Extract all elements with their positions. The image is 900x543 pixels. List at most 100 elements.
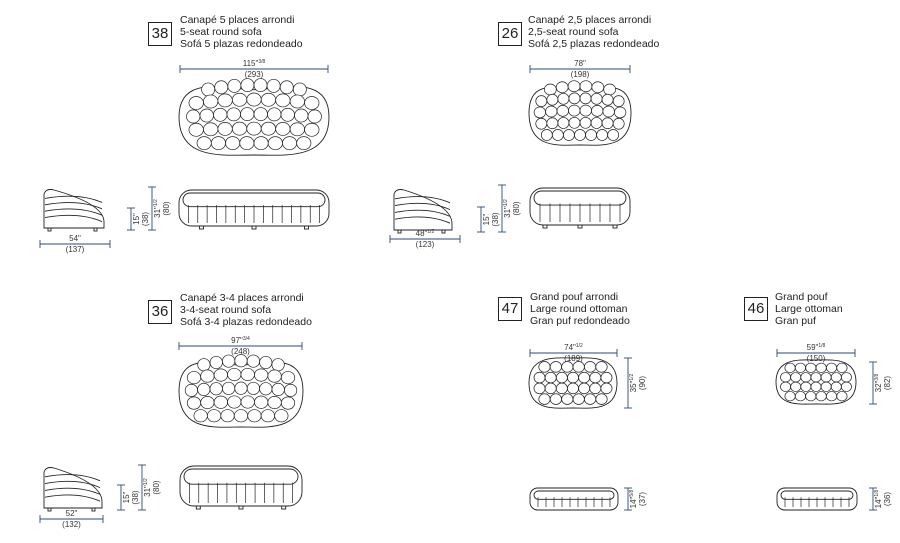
cushion [551,129,564,141]
depth-dim-cm-label: (90) [638,376,647,391]
cushion [200,395,215,410]
cushion-seam [44,195,103,203]
leg [304,225,309,230]
width-dim-cm-label: (293) [245,70,264,79]
cushion [220,409,235,423]
depth-dim-inch-label: 35"1/2 [629,373,638,392]
cushion [612,95,625,107]
cushion [591,81,605,94]
cushion [271,358,285,372]
leg [281,505,287,510]
cushion [555,371,568,384]
outline [393,189,453,231]
cushion [584,393,597,405]
depth-dim-inch-label: 52" [66,509,78,518]
leg [577,224,583,229]
cushion [260,121,277,136]
depth-dim-cm-label: (123) [416,240,435,249]
cushion [535,117,548,130]
model-name-en: 5-seat round sofa [180,26,262,38]
cushion [601,117,614,130]
model-name-fr: Canapé 2,5 places arrondi [528,14,652,26]
cushion [545,105,558,118]
model-name-es: Sofá 2,5 plazas redondeado [528,38,660,50]
cushion [549,393,562,405]
top-view-26 [528,80,632,146]
cushion [304,122,320,137]
cushion [538,361,551,373]
cushion [240,395,255,409]
cushion [784,362,796,373]
cushion [840,372,852,383]
cushion [196,136,212,151]
cushion [203,122,219,137]
cushion [600,382,613,395]
model-name-block: Canapé 2,5 places arrondi 2,5-seat round… [528,14,659,50]
cushion [271,382,285,397]
cushion [267,107,282,122]
cushion [239,136,255,151]
width-dim-cm-label: (248) [231,347,250,356]
width-dim-inch-label: 59"1/8 [807,343,826,352]
cushion-seam [44,487,101,495]
cushion [840,381,852,392]
cushion [227,78,242,93]
cushion [830,381,842,392]
width-dim-cm-label: (189) [564,354,583,363]
cushion [533,382,546,395]
cushion [222,354,236,368]
cushion [794,391,806,402]
outline [529,487,619,511]
width-dim-inch-label: 97"3/4 [231,336,250,345]
model-name-en: 2,5-seat round sofa [528,26,619,38]
cushion [614,106,627,119]
cushion [246,121,262,136]
cushion [280,371,296,385]
cushion [213,395,228,409]
cushion [188,96,204,110]
width-dim-inch-label: 74"1/2 [564,343,583,352]
outline [775,359,857,405]
cushion [561,393,574,405]
cushion [260,409,275,423]
back-cushion [183,468,299,485]
cushion [207,409,222,423]
cushion [213,368,228,382]
cushion [197,358,211,372]
cushion [555,382,568,395]
back-cushion [182,192,326,208]
total-height-dim-inch-label: 31"1/2 [143,478,152,497]
cushion [567,382,579,395]
cushion [253,136,269,151]
cushion [201,82,216,97]
cushion [595,361,608,373]
width-dim-inch-label: 78" [574,59,586,68]
cushion [549,361,562,373]
width-dim-cm-label: (198) [571,70,590,79]
model-code-badge: 26 [498,22,522,46]
cushion [186,371,202,385]
model-code-badge: 38 [148,22,172,46]
cushion [836,362,848,373]
seat-height-dim-inch-label: 15" [482,213,491,225]
cushion [790,372,802,383]
cushion [254,395,269,409]
cushion [544,371,557,384]
cushion-seam [44,214,103,223]
cushion [563,129,575,141]
cushion [292,82,307,97]
leg [47,507,52,512]
cushion [184,383,198,397]
cushion [578,371,591,384]
width-dim-inch-label: 115"3/8 [243,59,266,68]
cushion [296,136,312,151]
cushion [294,108,309,123]
front-view-47 [529,487,619,511]
cushion [557,117,570,129]
depth-dim-cm-label: (82) [883,376,892,391]
cushion [253,107,268,121]
model-name-en: Large ottoman [775,303,843,315]
depth-dim-inch-label: 54" [69,234,81,243]
cushion [591,105,604,117]
